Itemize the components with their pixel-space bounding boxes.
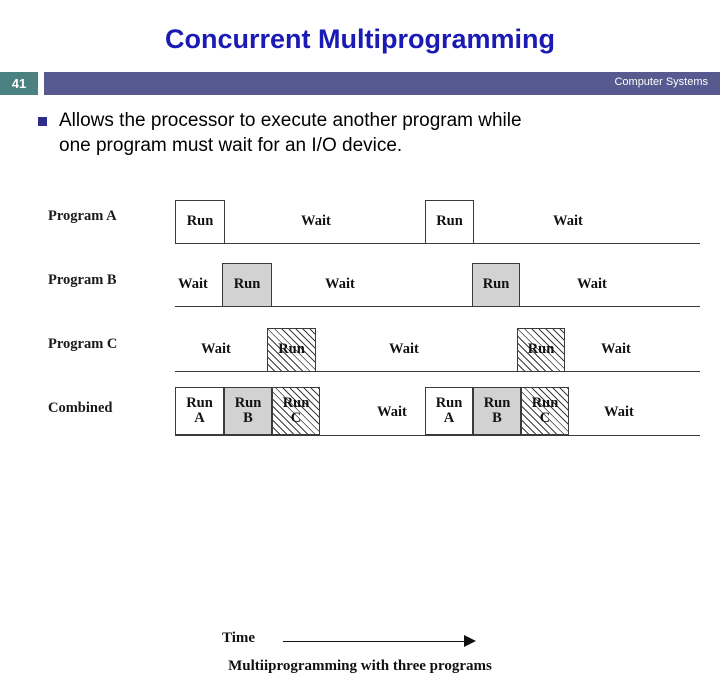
segment-label: Run <box>436 213 463 230</box>
bullet-line-1: Allows the processor to execute another … <box>59 110 522 131</box>
segment-label: Run <box>186 213 214 230</box>
segment-run-c-2: Run <box>517 328 565 372</box>
timeline-row-program-b: Program B Wait Run Wait Run Wait <box>0 250 720 314</box>
time-axis-label: Time <box>222 630 256 646</box>
segment-wait-combined-1: Wait <box>377 404 407 420</box>
bullet-line-2: one program must wait for an I/O device. <box>59 135 403 157</box>
list-item: Allows the processor to execute another … <box>38 108 698 158</box>
segment-label: Run <box>278 341 305 358</box>
bullet-list: Allows the processor to execute another … <box>38 108 698 158</box>
segment-label: Run <box>527 341 555 358</box>
row-label-program-c: Program C <box>48 336 118 352</box>
bullet-text: Allows the processor to execute another … <box>59 108 522 158</box>
baseline-combined <box>175 435 700 436</box>
diagram-caption: Multiiprogramming with three programs <box>228 658 492 674</box>
right-arrow-icon <box>464 635 476 647</box>
segment-run-b-combined-2: Run B <box>473 387 521 435</box>
segment-wait-c-3: Wait <box>601 341 631 357</box>
header-subtitle: Computer Systems <box>614 76 708 88</box>
segment-sublabel: B <box>243 410 253 426</box>
segment-run-c-1: Run <box>267 328 316 372</box>
segment-sublabel: C <box>290 410 302 426</box>
segment-sublabel: B <box>492 410 502 426</box>
segment-label: Run <box>435 394 463 411</box>
segment-wait-c-2: Wait <box>389 341 419 357</box>
timeline-row-program-c: Program C Wait Run Wait Run Wait <box>0 314 720 378</box>
baseline-program-c <box>175 371 700 372</box>
segment-label: Run <box>483 394 511 411</box>
segment-wait-a-1: Wait <box>301 213 331 229</box>
timeline-row-combined: Combined Run A Run B Run C Wait Run A Ru… <box>0 378 720 442</box>
segment-wait-c-1: Wait <box>201 341 231 357</box>
segment-label: Run <box>482 276 510 293</box>
segment-wait-b-2: Wait <box>325 276 355 292</box>
segment-label: Run <box>234 394 262 411</box>
segment-wait-b-1: Wait <box>178 276 208 292</box>
segment-sublabel: A <box>443 410 455 426</box>
row-label-program-b: Program B <box>48 272 117 288</box>
header-accent-bar <box>44 72 720 95</box>
segment-run-c-combined-1: Run C <box>272 387 320 435</box>
timeline-row-program-a: Program A Run Wait Run Wait <box>0 186 720 250</box>
segment-run-a-1: Run <box>175 200 225 244</box>
segment-run-a-combined-2: Run A <box>425 387 473 435</box>
segment-sublabel: A <box>194 410 205 426</box>
baseline-program-b <box>175 306 700 307</box>
segment-run-b-combined-1: Run B <box>224 387 272 435</box>
segment-label: Run <box>233 276 261 293</box>
segment-wait-a-2: Wait <box>553 213 583 229</box>
header-bar: 41 Computer Systems <box>0 72 720 95</box>
segment-run-a-combined-1: Run A <box>175 387 224 435</box>
segment-run-c-combined-2: Run C <box>521 387 569 435</box>
segment-label: Run <box>531 394 559 411</box>
page-title: Concurrent Multiprogramming <box>165 24 555 54</box>
slide-number-badge: 41 <box>0 72 38 95</box>
segment-run-b-2: Run <box>472 263 520 307</box>
timing-diagram: Program A Run Wait Run Wait Program B Wa… <box>0 186 720 674</box>
row-label-program-a: Program A <box>48 208 117 224</box>
row-label-combined: Combined <box>48 400 113 416</box>
square-bullet-icon <box>38 117 47 126</box>
segment-wait-combined-2: Wait <box>604 404 634 420</box>
segment-label: Run <box>186 394 213 411</box>
segment-label: Run <box>282 394 310 411</box>
segment-run-b-1: Run <box>222 263 272 307</box>
segment-run-a-2: Run <box>425 200 474 244</box>
segment-wait-b-3: Wait <box>577 276 607 292</box>
segment-sublabel: C <box>539 410 551 426</box>
time-arrow-line <box>283 641 465 642</box>
